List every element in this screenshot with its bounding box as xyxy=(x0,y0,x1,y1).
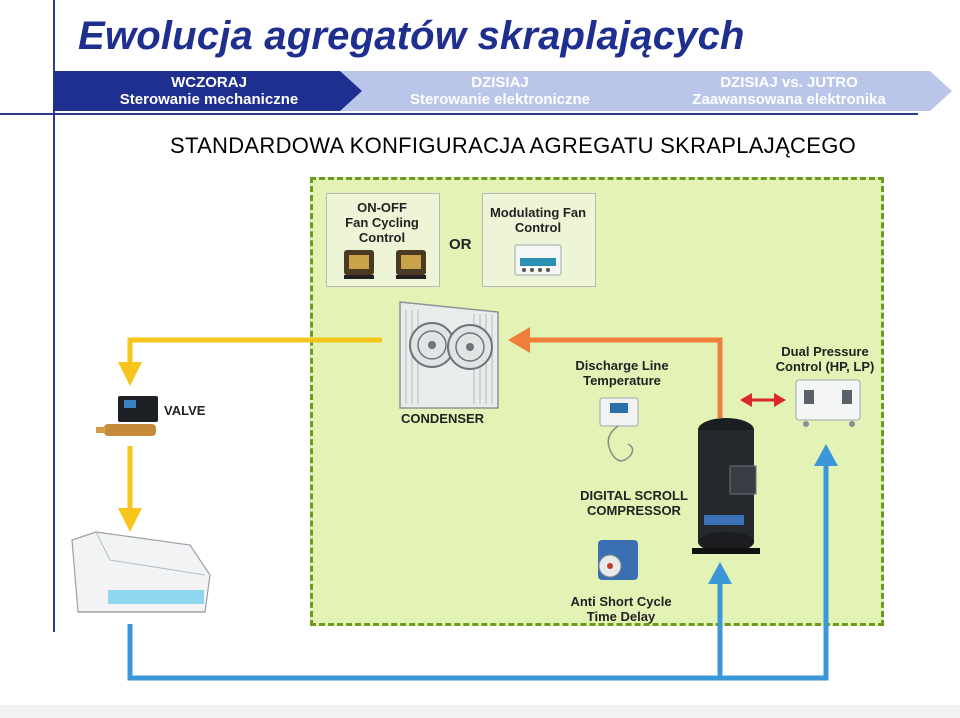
condenser-unit xyxy=(400,302,498,408)
anti-short-label: Anti Short Cycle Time Delay xyxy=(566,594,676,624)
anti-short-cycle-timer xyxy=(598,540,638,580)
discharge-thermostat xyxy=(600,398,638,461)
fan-switch-2 xyxy=(396,250,426,279)
compressor-label: DIGITAL SCROLL COMPRESSOR xyxy=(576,488,692,518)
liquid-line xyxy=(130,340,382,366)
condenser-label: CONDENSER xyxy=(401,411,484,426)
footer-strip xyxy=(0,705,960,718)
compressor-body xyxy=(692,418,760,554)
solenoid-valve xyxy=(96,396,158,436)
suction-arrow-1 xyxy=(708,562,732,584)
display-case xyxy=(72,532,210,612)
liquid-arrow-2 xyxy=(118,508,142,532)
suction-arrow-2 xyxy=(814,444,838,466)
liquid-arrow-1 xyxy=(118,362,142,386)
fan-cycling-label: ON-OFF Fan Cycling Control xyxy=(330,200,434,245)
fan-switch-1 xyxy=(344,250,374,279)
discharge-arrow xyxy=(508,327,530,353)
dual-pressure-switch xyxy=(796,380,860,427)
dual-pressure-label: Dual Pressure Control (HP, LP) xyxy=(770,344,880,374)
or-label: OR xyxy=(449,237,472,252)
pressure-arrow-left xyxy=(740,393,752,407)
pressure-arrow-right xyxy=(774,393,786,407)
modulating-fan-module xyxy=(515,245,561,275)
discharge-label: Discharge Line Temperature xyxy=(570,358,674,388)
modulating-label: Modulating Fan Control xyxy=(486,205,590,235)
valve-label: VALVE xyxy=(164,403,205,418)
